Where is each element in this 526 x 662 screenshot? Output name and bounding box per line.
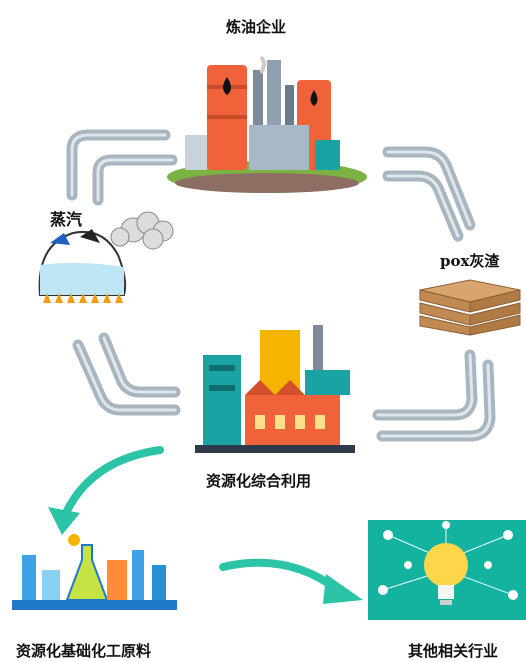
pox-ash-illustration bbox=[419, 279, 521, 336]
chemical-materials-illustration bbox=[12, 534, 177, 610]
related-industries-label: 其他相关行业 bbox=[408, 642, 499, 660]
steam-label: 蒸汽 bbox=[50, 210, 83, 229]
refinery-label: 炼油企业 bbox=[226, 18, 287, 36]
steam-vessel-illustration bbox=[38, 211, 174, 303]
related-industries-illustration bbox=[368, 520, 526, 620]
refinery-illustration bbox=[167, 55, 367, 193]
chemical-materials-label: 资源化基础化工原料 bbox=[16, 642, 152, 660]
resource-utilization-label: 资源化综合利用 bbox=[206, 472, 312, 490]
flow-arrow-to-industries bbox=[219, 558, 363, 604]
pox-ash-label: pox灰渣 bbox=[440, 252, 500, 270]
flow-arrow-to-chemicals bbox=[48, 446, 164, 535]
central-factory-illustration bbox=[195, 325, 355, 453]
